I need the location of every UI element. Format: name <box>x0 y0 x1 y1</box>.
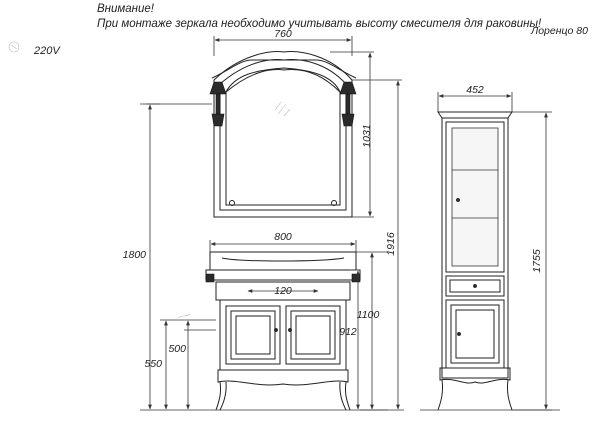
mirror <box>211 51 357 218</box>
dim-mirror-width: 760 <box>274 28 292 40</box>
dim-cabinet-height: 1100 <box>357 309 380 321</box>
warning-title: Внимание! <box>97 3 154 15</box>
column-cabinet <box>437 111 513 411</box>
dim-mirror-height: 1031 <box>361 124 373 147</box>
dim-column-width: 452 <box>466 84 484 96</box>
dim-cabinet-body-height: 912 <box>339 326 357 338</box>
dim-pipe-height-2: 550 <box>144 358 162 370</box>
dim-drawer-width: 120 <box>274 285 292 297</box>
dim-column-height: 1755 <box>531 249 543 273</box>
warning-text: При монтаже зеркала необходимо учитывать… <box>97 18 542 30</box>
dim-total-height: 1916 <box>385 232 397 256</box>
dim-cabinet-width: 800 <box>274 231 292 243</box>
model-name: Лоренцо 80 <box>531 25 588 37</box>
right-lamp-icon <box>339 81 357 127</box>
dim-mirror-top-height: 1800 <box>123 249 147 261</box>
left-lamp-icon <box>209 81 227 127</box>
vanity-cabinet <box>205 251 361 411</box>
power-socket-icon <box>8 41 20 53</box>
dim-pipe-height-1: 500 <box>168 343 186 355</box>
voltage-label: 220V <box>34 45 60 57</box>
